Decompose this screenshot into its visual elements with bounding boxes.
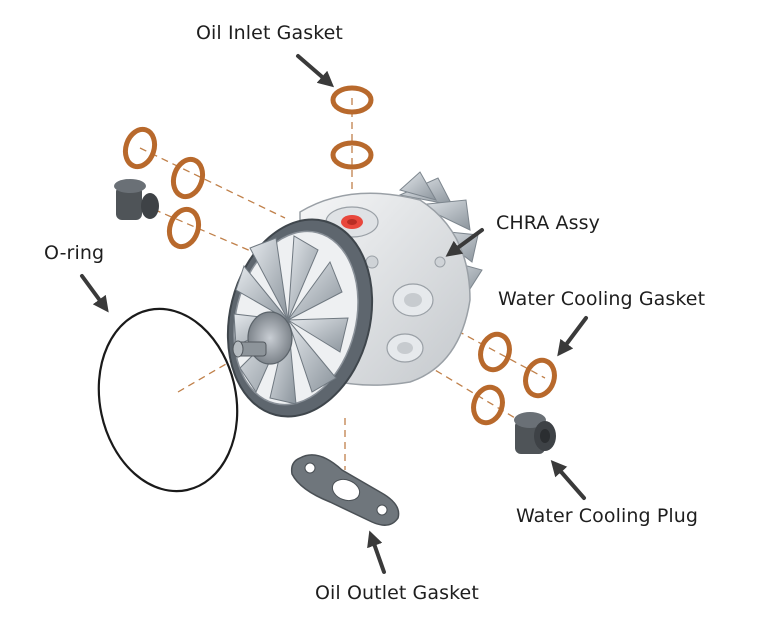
arrow-oil-outlet [372,538,384,572]
left-plug [114,179,159,220]
label-chra-assy: CHRA Assy [496,212,600,234]
shaft-nut [233,341,266,357]
label-water-cooling-plug: Water Cooling Plug [516,505,698,527]
label-o-ring: O-ring [44,242,104,264]
arrow-oil-inlet [298,56,328,82]
water-cooling-gasket-2 [521,357,559,400]
label-oil-inlet-gasket: Oil Inlet Gasket [196,22,343,44]
oil-outlet-gasket [292,455,399,525]
arrow-water-cooling-gasket [562,318,586,350]
label-water-cooling-gasket: Water Cooling Gasket [498,288,705,310]
arrow-water-cooling-plug [556,466,584,498]
label-oil-outlet-gasket: Oil Outlet Gasket [315,582,479,604]
left-gasket-2 [169,156,207,201]
chra-assembly [208,172,482,432]
water-cooling-plug [514,412,556,454]
leader-line-left-upper [140,148,285,218]
arrow-o-ring [82,276,104,306]
left-gasket-3 [165,206,203,251]
water-cooling-gasket-3 [469,384,507,427]
water-cooling-gasket-1 [476,331,514,374]
